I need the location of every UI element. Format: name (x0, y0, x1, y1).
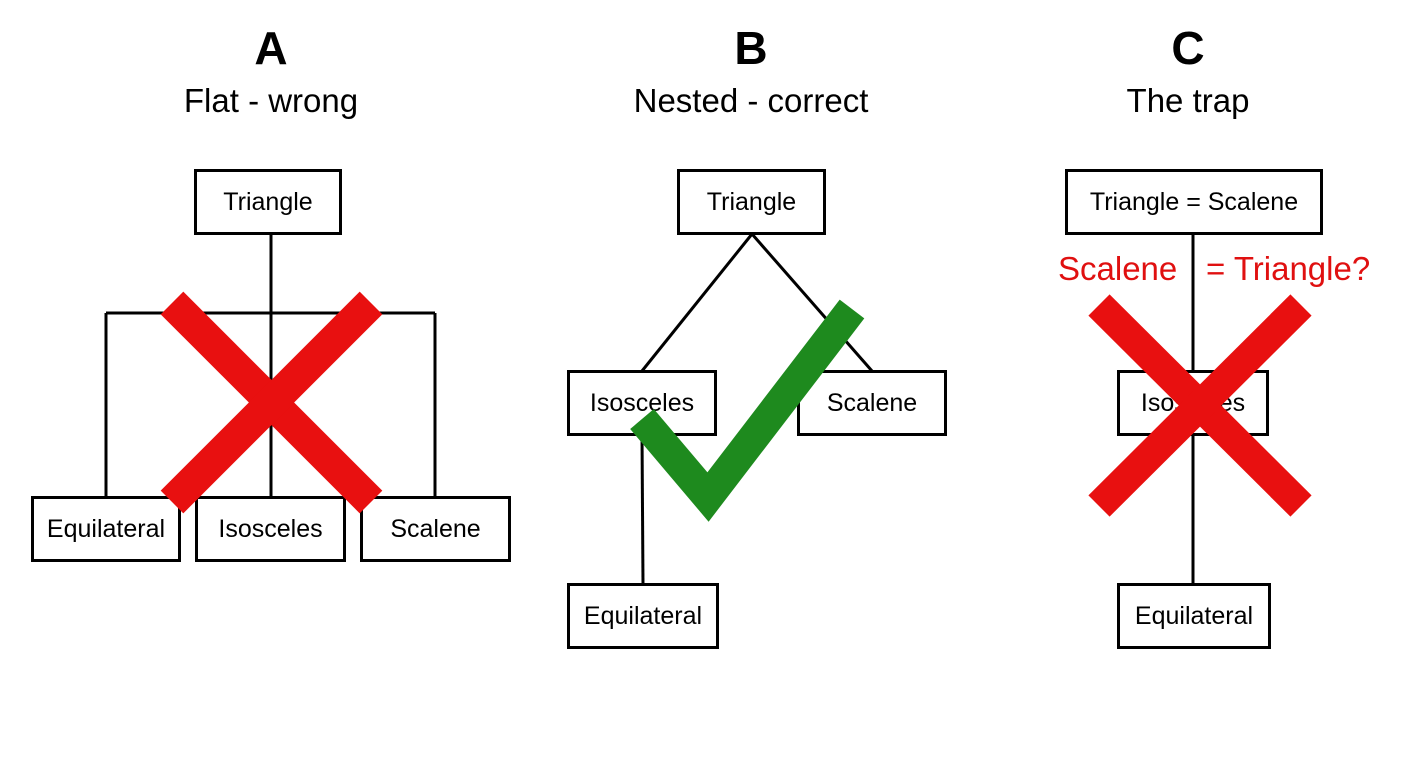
edge-b-left-child (640, 433, 645, 585)
panel-c-annotation-part1: Scalene (1058, 250, 1178, 287)
panel-b-subtitle: Nested - correct (633, 82, 869, 119)
panel-b-root-node: Triangle (677, 169, 826, 235)
panel-c-root-node: Triangle = Scalene (1065, 169, 1323, 235)
edge-b-root-right (750, 233, 874, 372)
panel-b-letter: B (734, 22, 768, 74)
panel-c-child-node: Equilateral (1117, 583, 1271, 649)
panel-c-middle-node: Isosceles (1117, 370, 1269, 436)
panel-a-left-node: Equilateral (31, 496, 181, 562)
panel-a-middle-node: Isosceles (195, 496, 346, 562)
edge-b-root-left (640, 233, 754, 372)
panel-c-letter: C (1171, 22, 1205, 74)
panel-b-right-node: Scalene (797, 370, 947, 436)
panel-c-subtitle: The trap (1126, 82, 1250, 119)
panel-a-letter: A (254, 22, 288, 74)
panel-c-annotation-part2: = Triangle? (1206, 250, 1371, 287)
panel-b-left-node: Isosceles (567, 370, 717, 436)
panel-a-right-node: Scalene (360, 496, 511, 562)
panel-a-subtitle: Flat - wrong (183, 82, 359, 119)
panel-a-root-node: Triangle (194, 169, 342, 235)
panel-b-child-node: Equilateral (567, 583, 719, 649)
